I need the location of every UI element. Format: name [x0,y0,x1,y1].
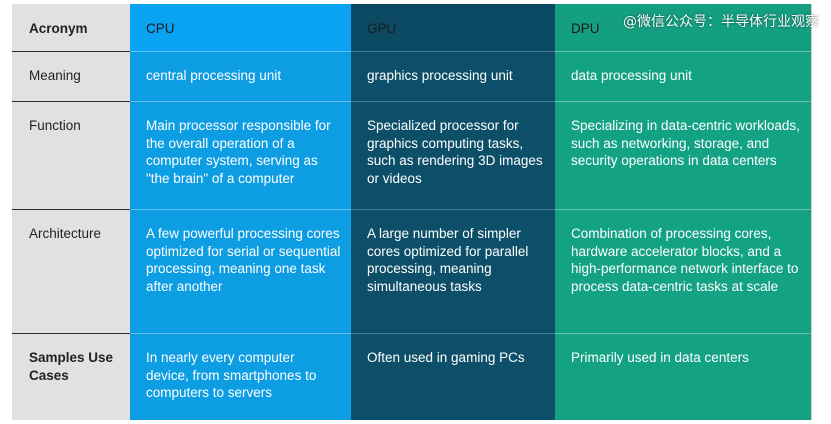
header-gpu: GPU [351,4,555,52]
cell-gpu-use-cases: Often used in gaming PCs [351,334,555,420]
row-label-meaning: Meaning [12,52,130,102]
cell-gpu-architecture: A large number of simpler cores optimize… [351,210,555,334]
cell-dpu-meaning: data processing unit [555,52,811,102]
header-dpu: DPU [555,4,811,52]
cell-cpu-meaning: central processing unit [130,52,351,102]
comparison-table: Acronym CPU GPU DPU Meaning central proc… [12,4,811,420]
table-right-border [811,4,812,420]
header-label-acronym: Acronym [12,4,130,52]
cell-dpu-architecture: Combination of processing cores, hardwar… [555,210,811,334]
cell-cpu-architecture: A few powerful processing cores optimize… [130,210,351,334]
cell-dpu-function: Specializing in data-centric workloads, … [555,102,811,210]
watermark: @微信公众号：半导体行业观察 [623,14,819,30]
header-cpu: CPU [130,4,351,52]
cell-gpu-function: Specialized processor for graphics compu… [351,102,555,210]
row-label-use-cases: Samples Use Cases [12,334,130,420]
cell-cpu-use-cases: In nearly every computer device, from sm… [130,334,351,420]
row-label-architecture: Architecture [12,210,130,334]
cell-gpu-meaning: graphics processing unit [351,52,555,102]
cell-dpu-use-cases: Primarily used in data centers [555,334,811,420]
row-label-function: Function [12,102,130,210]
cell-cpu-function: Main processor responsible for the overa… [130,102,351,210]
